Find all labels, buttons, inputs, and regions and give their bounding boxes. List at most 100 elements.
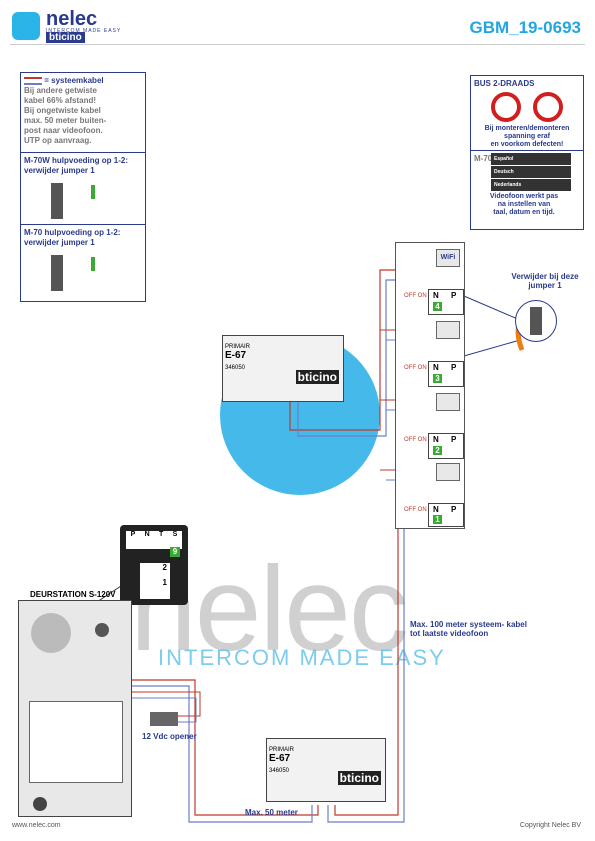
switch-label-1: 1 <box>162 578 167 587</box>
door-station-title: DEURSTATION S-120V <box>30 590 116 599</box>
monitor-4-number: 4 <box>433 302 442 311</box>
monitor-3: OFF ON N P 3 <box>398 315 464 387</box>
psu-top-label: PRIMAIR <box>225 344 251 350</box>
n-label: N <box>433 505 439 514</box>
cable-line-2: Bij ongetwiste kabel <box>24 106 101 115</box>
psu-bottom-brand: bticino <box>337 771 381 785</box>
footer-website: www.nelec.com <box>12 822 61 829</box>
language-option-0: Español <box>491 153 571 165</box>
terminal-s: S <box>172 531 178 538</box>
jumper-block-icon <box>51 183 63 219</box>
monitor-1-number: 1 <box>433 515 442 524</box>
cable-line-0: Bij andere getwiste <box>24 86 97 95</box>
max-100-note: Max. 100 meter systeem- kabel tot laatst… <box>410 620 527 638</box>
cable-legend-text: = systeemkabel <box>44 76 104 85</box>
door-opener-icon <box>150 712 178 726</box>
dip-switch: 2 1 <box>140 563 170 599</box>
speaker-icon <box>31 613 71 653</box>
cable-line-4: post naar videofoon. <box>24 126 103 135</box>
monitor-1: OFF ON N P 1 <box>398 457 464 527</box>
terminal-n: N <box>144 531 150 538</box>
monitor-2-switch: OFF ON <box>404 437 427 443</box>
monitor-4-np: N P 4 <box>428 289 464 315</box>
brand-partner: bticino <box>46 32 85 43</box>
monitor-3-screen <box>436 321 460 339</box>
monitor-3-number: 3 <box>433 374 442 383</box>
monitor-1-screen <box>436 463 460 481</box>
psu-bottom-label: PRIMAIR <box>269 747 295 753</box>
door-station-module <box>29 701 123 783</box>
bus-line-0: Bij monteren/demonteren <box>484 125 570 132</box>
system-cable-legend-swatch <box>24 76 42 85</box>
language-option-2: Nederlands <box>491 179 571 191</box>
jumper-block-icon <box>51 255 63 291</box>
jumper-icon <box>91 257 95 271</box>
p-label: P <box>451 363 457 372</box>
jumper-remove-note: Verwijder bij deze jumper 1 <box>511 272 579 290</box>
m70w-note: M-70W hulpvoeding op 1-2: verwijder jump… <box>20 152 146 230</box>
jumper-icon <box>91 185 95 199</box>
p-label: P <box>451 505 457 514</box>
p-label: P <box>451 291 457 300</box>
brand-tagline: INTERCOM MADE EASY <box>46 28 122 34</box>
no-voltage-icon <box>533 92 563 122</box>
monitor-3-np: N P 3 <box>428 361 464 387</box>
p-label: P <box>451 435 457 444</box>
monitor-1-np: N P 1 <box>428 503 464 527</box>
monitor-4-wifi-badge: WiFi <box>436 249 460 267</box>
jumper-zoom-callout <box>515 300 557 342</box>
monitor-4-switch: OFF ON <box>404 293 427 299</box>
document-id: GBM_19-0693 <box>469 18 581 37</box>
bus-line-2: en voorkom defecten! <box>490 141 564 148</box>
monitor-stack: WiFi OFF ON N P 4 OFF ON N P 3 OFF ON N … <box>395 242 465 529</box>
language-option-1: Deutsch <box>491 166 571 178</box>
cable-line-3: max. 50 meter buiten- <box>24 116 107 125</box>
m70-title: M-70 hulpvoeding op 1-2: verwijder jumpe… <box>24 228 121 247</box>
terminal-strip: P N T S <box>126 531 182 549</box>
nelec-logo-icon <box>12 12 40 40</box>
psu-bottom-code: 346050 <box>269 768 290 774</box>
terminal-number: 9 <box>170 547 180 557</box>
bus-title: BUS 2-DRAADS <box>474 79 535 88</box>
n-label: N <box>433 435 439 444</box>
m70-note: M-70 hulpvoeding op 1-2: verwijder jumpe… <box>20 224 146 302</box>
bus-line-1: spanning eraf <box>504 133 550 140</box>
opener-label: 12 Vdc opener <box>142 732 197 741</box>
monitor-2-number: 2 <box>433 446 442 455</box>
terminal-t: T <box>159 531 164 538</box>
monitor-2-screen <box>436 393 460 411</box>
cable-note: = systeemkabel Bij andere getwiste kabel… <box>20 72 146 158</box>
psu-top-code: 346050 <box>225 365 246 371</box>
m70-lang-label: M-70 <box>474 154 493 163</box>
jumper-block-icon <box>530 307 542 335</box>
watermark-tagline: INTERCOM MADE EASY <box>158 645 446 670</box>
footer-copyright: Copyright Nelec BV <box>519 822 581 829</box>
power-supply-top: PRIMAIR E-67 346050 bticino <box>222 335 344 402</box>
m70w-title: M-70W hulpvoeding op 1-2: verwijder jump… <box>24 156 128 175</box>
header-divider <box>10 44 585 45</box>
m70-lang-line-0: Videofoon werkt pas <box>489 193 559 200</box>
no-plug-icon <box>491 92 521 122</box>
terminal-p: P <box>130 531 136 538</box>
terminal-callout: P N T S 9 2 1 <box>120 525 188 605</box>
monitor-2: OFF ON N P 2 <box>398 387 464 459</box>
m70-language-note: M-70 Español Deutsch Nederlands Videofoo… <box>470 150 584 230</box>
monitor-3-switch: OFF ON <box>404 365 427 371</box>
max-50-note: Max. 50 meter <box>245 808 298 817</box>
psu-top-brand: bticino <box>295 370 339 384</box>
camera-icon <box>95 623 109 637</box>
n-label: N <box>433 291 439 300</box>
door-station <box>18 600 132 817</box>
button-icon <box>33 797 47 811</box>
monitor-1-switch: OFF ON <box>404 507 427 513</box>
switch-label-2: 2 <box>162 563 167 572</box>
brand-name: nelec <box>46 8 98 30</box>
m70-lang-line-1: na instellen van <box>497 201 551 208</box>
psu-bottom-model: E-67 <box>269 753 291 764</box>
m70-lang-line-2: taal, datum en tijd. <box>493 209 555 216</box>
monitor-4: WiFi OFF ON N P 4 <box>398 243 464 315</box>
cable-line-1: kabel 66% afstand! <box>24 96 97 105</box>
power-supply-bottom: PRIMAIR E-67 346050 bticino <box>266 738 386 802</box>
bus-note: BUS 2-DRAADS Bij monteren/demonteren spa… <box>470 75 584 155</box>
